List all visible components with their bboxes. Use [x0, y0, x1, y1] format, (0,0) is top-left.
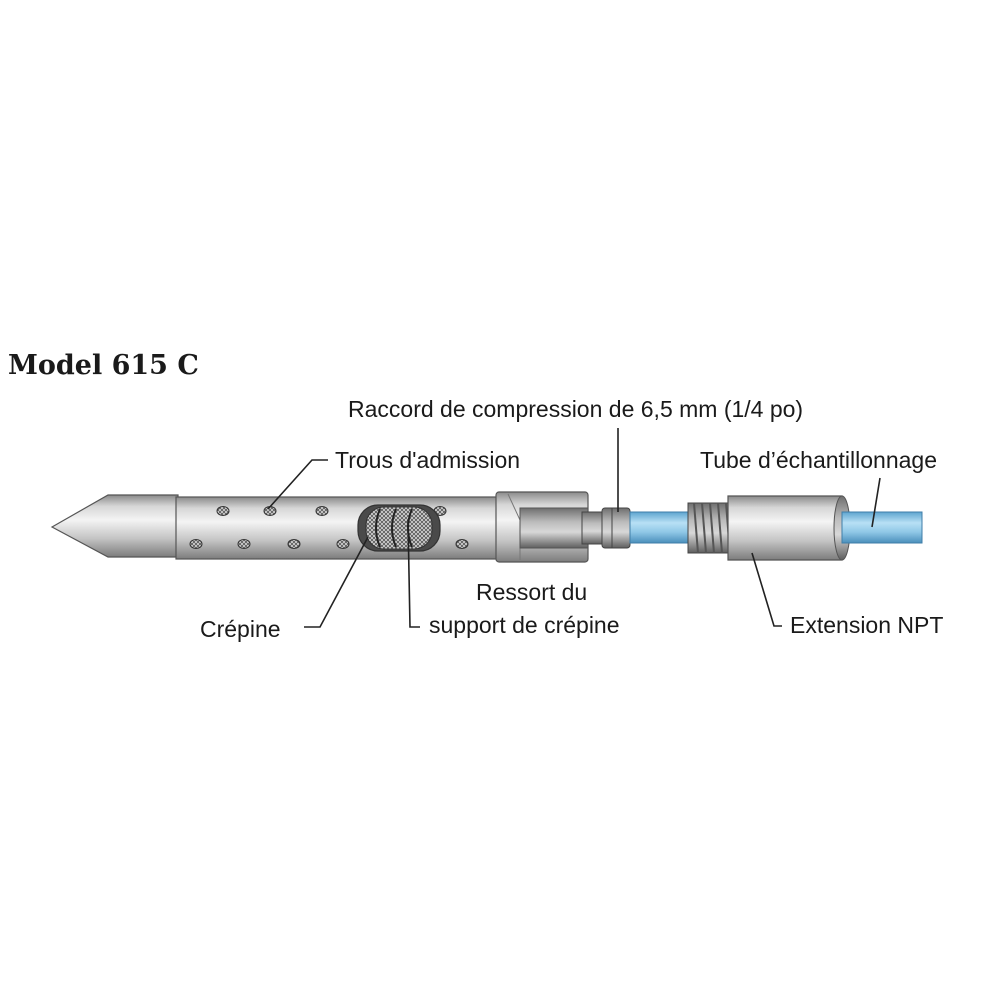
leader-extension	[751, 552, 782, 627]
leader-tube	[871, 477, 881, 528]
leader-lines	[267, 428, 881, 628]
compression-fitting	[581, 511, 605, 545]
label-ressort-line1: Ressort du	[476, 579, 588, 605]
label-extension-npt: Extension NPT	[790, 612, 944, 638]
probe-body	[175, 496, 507, 560]
probe-tip	[50, 494, 179, 558]
leader-ressort	[407, 519, 420, 628]
intake-holes	[189, 506, 469, 549]
label-raccord-compression: Raccord de compression de 6,5 mm (1/4 po…	[348, 396, 804, 422]
label-crepine: Crépine	[200, 616, 281, 642]
sampling-tube-right	[841, 511, 923, 544]
leader-trous	[267, 459, 328, 510]
label-tube-echantillonnage: Tube d’échantillonnage	[700, 447, 937, 473]
npt-extension	[727, 495, 847, 561]
probe-cavity	[519, 507, 589, 549]
page-title: Model 615 C	[8, 350, 199, 381]
leader-crepine	[304, 536, 369, 628]
label-trous-admission: Trous d'admission	[335, 447, 521, 473]
crepine-mesh	[365, 506, 433, 550]
label-ressort-line2: support de crépine	[429, 612, 620, 638]
